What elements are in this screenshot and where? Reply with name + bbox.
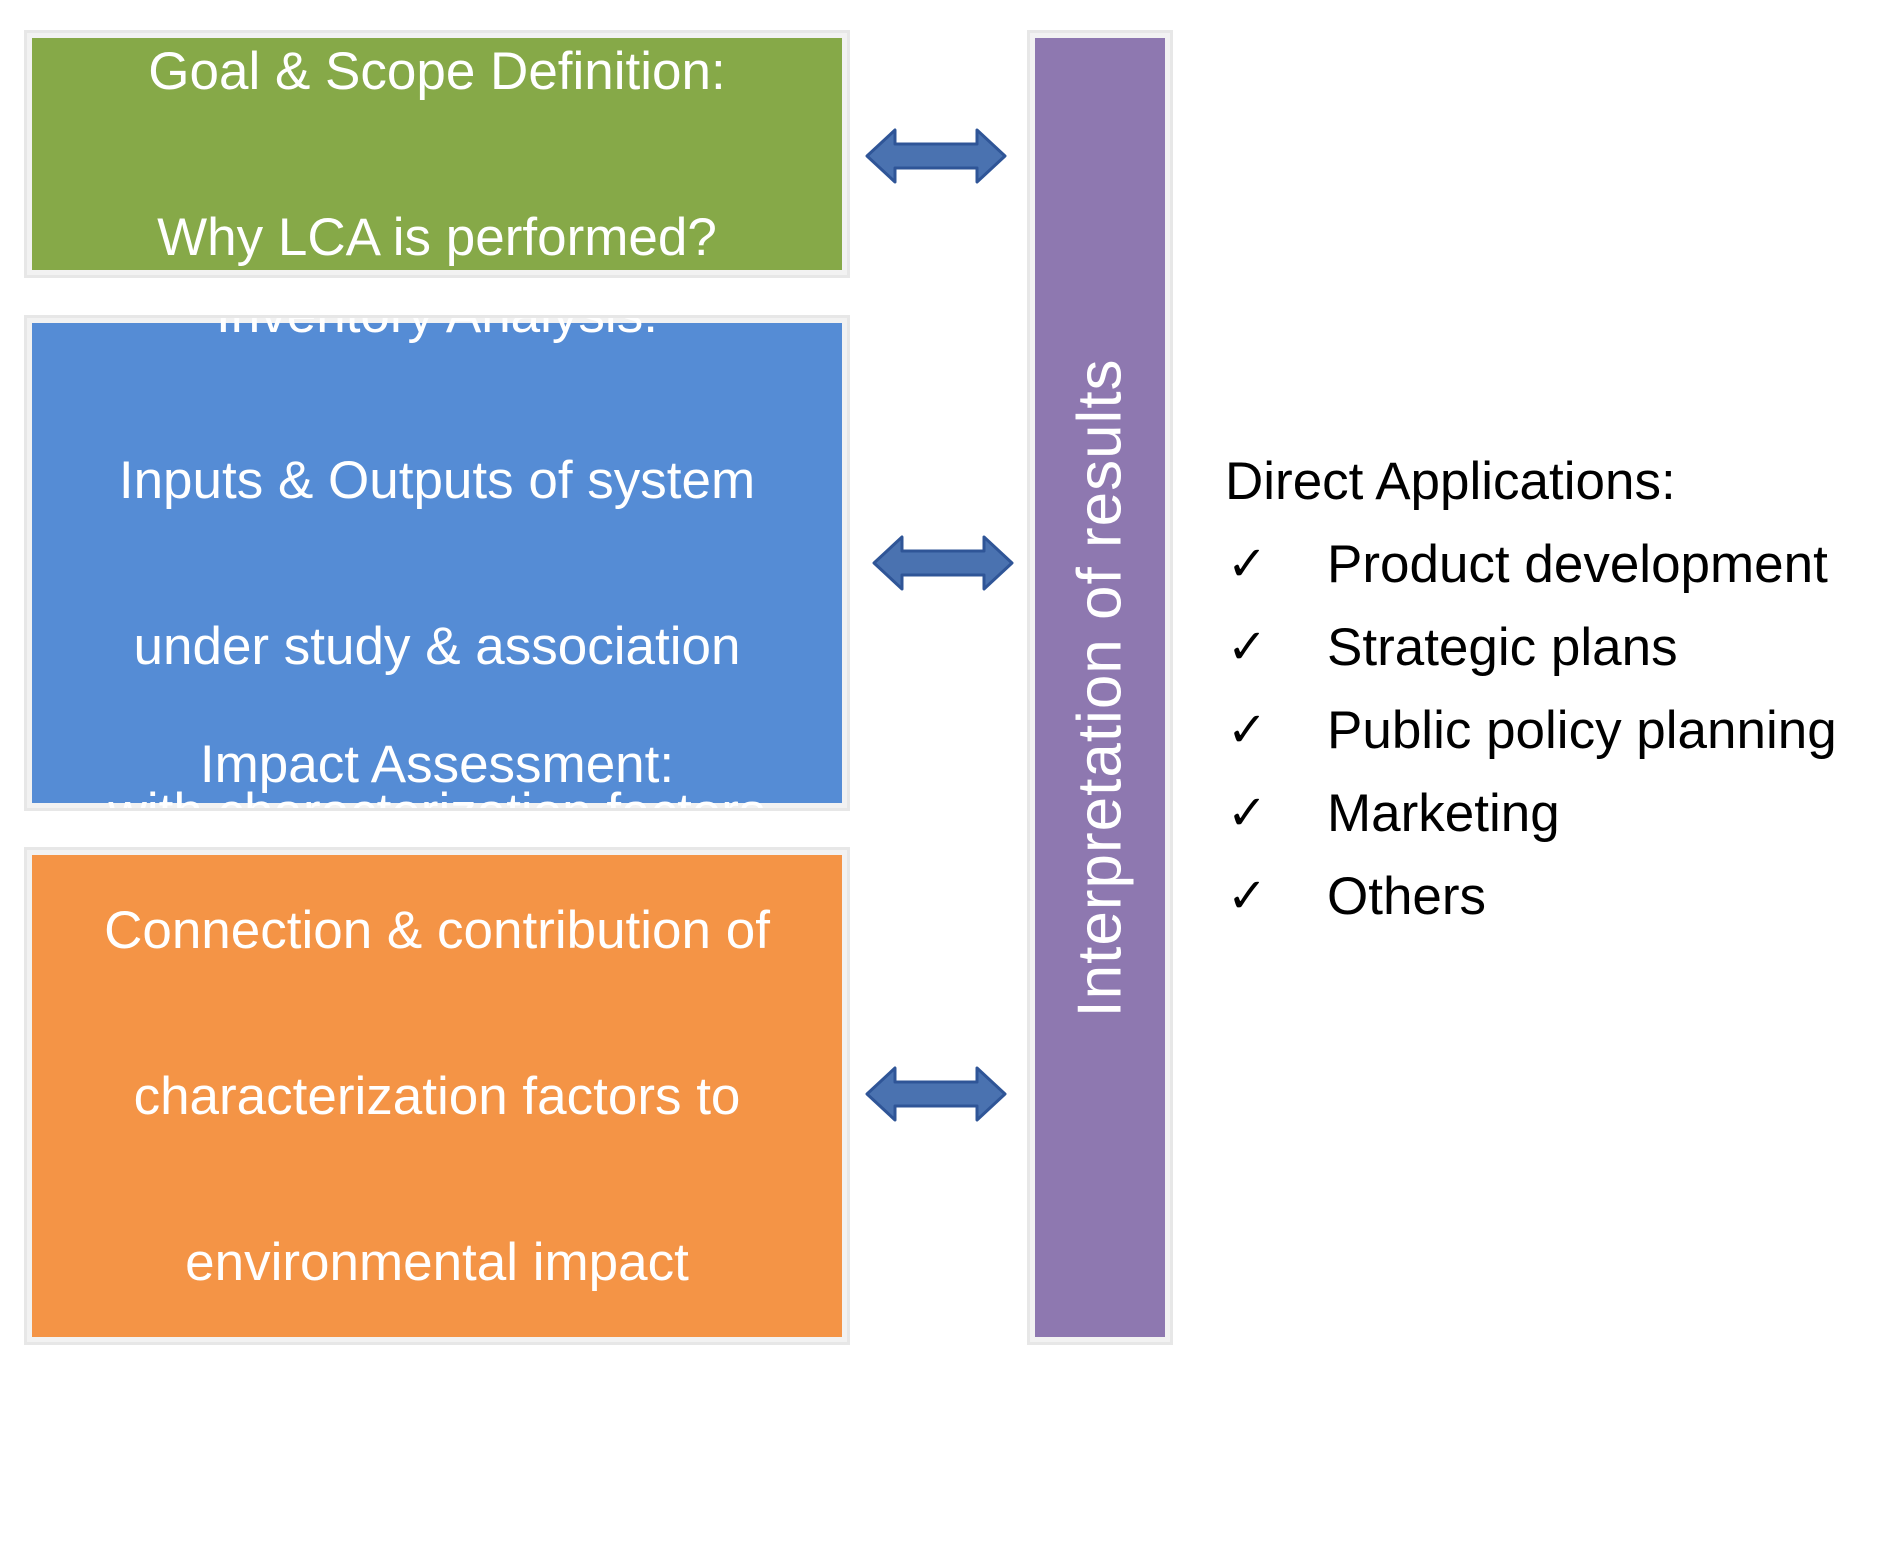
checkmark-icon: ✓ <box>1227 619 1268 675</box>
goal-line-1: Goal & Scope Definition: <box>148 41 726 101</box>
impact-line-5: categories <box>314 1398 560 1458</box>
list-item: ✓ Public policy planning <box>1225 689 1885 772</box>
direct-applications-title: Direct Applications: <box>1225 452 1676 511</box>
impact-line-2: Connection & contribution of <box>104 900 770 960</box>
list-item: ✓ Marketing <box>1225 772 1885 855</box>
list-item: ✓ Product development <box>1225 523 1885 606</box>
inventory-line-3: under study & association <box>133 616 741 676</box>
application-label: Marketing <box>1327 784 1560 843</box>
impact-assessment-box: Impact Assessment: Connection & contribu… <box>24 735 850 1458</box>
checkmark-icon: ✓ <box>1227 868 1268 924</box>
list-item: ✓ Others <box>1225 855 1885 938</box>
application-label: Others <box>1327 867 1487 926</box>
double-arrow-icon <box>872 535 1014 591</box>
application-label: Product development <box>1327 535 1828 594</box>
goal-line-2: Why LCA is performed? <box>157 207 717 267</box>
inventory-analysis-box: Inventory Analysis: Inputs & Outputs of … <box>24 285 850 842</box>
interpretation-of-results-bar: Interpretation of results <box>1027 30 1173 1345</box>
inventory-analysis-text: Inventory Analysis: Inputs & Outputs of … <box>109 190 766 937</box>
inventory-line-2: Inputs & Outputs of system <box>118 450 756 510</box>
inventory-line-4: with characterization factors <box>108 782 766 842</box>
checkmark-icon: ✓ <box>1227 702 1268 758</box>
lca-framework-diagram: Goal & Scope Definition: Why LCA is perf… <box>24 30 1885 1458</box>
checkmark-icon: ✓ <box>1227 785 1268 841</box>
application-label: Strategic plans <box>1327 618 1678 677</box>
inventory-line-1: Inventory Analysis: <box>216 284 658 344</box>
double-arrow-icon <box>865 128 1007 184</box>
impact-line-3: characterization factors to <box>133 1066 741 1126</box>
interpretation-label: Interpretation of results <box>1065 357 1135 1018</box>
goal-scope-definition-text: Goal & Scope Definition: Why LCA is perf… <box>148 0 725 362</box>
impact-assessment-text: Impact Assessment: Connection & contribu… <box>104 640 770 1553</box>
checkmark-icon: ✓ <box>1227 536 1268 592</box>
goal-scope-definition-box: Goal & Scope Definition: Why LCA is perf… <box>24 30 850 278</box>
impact-line-4: environmental impact <box>185 1232 689 1292</box>
impact-line-1: Impact Assessment: <box>199 734 675 794</box>
direct-applications: Direct Applications: ✓ Product developme… <box>1225 440 1885 938</box>
double-arrow-icon <box>865 1066 1007 1122</box>
list-item: ✓ Strategic plans <box>1225 606 1885 689</box>
application-label: Public policy planning <box>1327 701 1837 760</box>
applications-list: ✓ Product development ✓ Strategic plans … <box>1225 523 1885 938</box>
